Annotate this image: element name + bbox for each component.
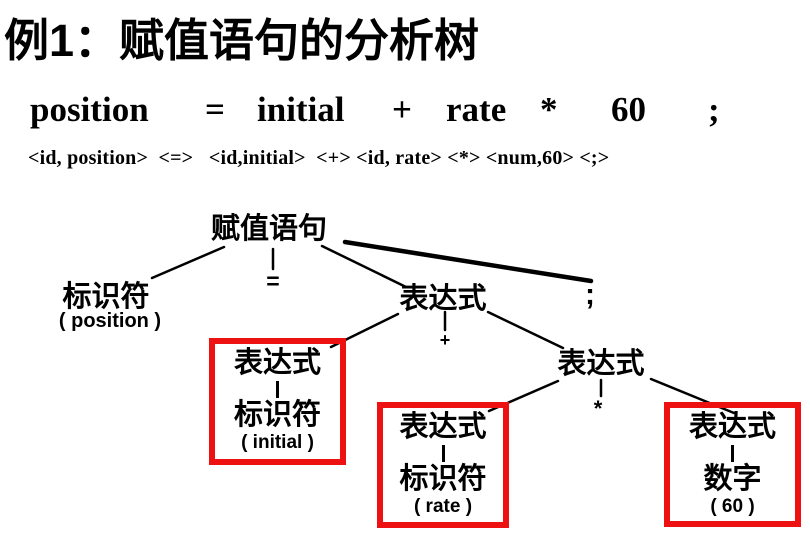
- tree-node-identifier-initial: 标识符: [233, 399, 321, 431]
- tree-node-expression-1: 表达式: [399, 283, 487, 315]
- edge-root-expr1: [320, 244, 408, 289]
- tree-node-expression-60: 表达式: [688, 411, 776, 443]
- tree-node-number: 数字: [703, 463, 762, 495]
- token-stream: <id, position> <=> <id,initial> <+> <id,…: [28, 147, 610, 169]
- connector-bar: [441, 445, 445, 462]
- tree-node-equals: =: [266, 268, 280, 294]
- highlight-box-rate: 表达式 标识符 ( rate ): [377, 402, 509, 528]
- code-token-plus: +: [392, 90, 412, 129]
- tree-node-identifier-rate: 标识符: [399, 463, 487, 495]
- tree-node-expression-rate: 表达式: [399, 411, 487, 443]
- code-token-initial: initial: [257, 90, 345, 129]
- highlight-box-initial: 表达式 标识符 ( initial ): [209, 338, 346, 465]
- slide-title: 例1：赋值语句的分析树: [4, 15, 480, 66]
- tree-leaf-rate: ( rate ): [413, 496, 473, 517]
- tree-leaf-initial: ( initial ): [241, 432, 314, 453]
- tree-node-plus: +: [439, 330, 451, 350]
- code-token-equals: =: [205, 90, 225, 129]
- connector-bar: [276, 381, 279, 398]
- tree-node-semicolon: ;: [585, 278, 595, 311]
- highlight-box-60: 表达式 数字 ( 60 ): [664, 402, 801, 527]
- edge-root-semicolon: [342, 239, 594, 284]
- code-token-rate: rate: [446, 90, 507, 129]
- code-token-60: 60: [611, 90, 646, 129]
- edge-expr1-expr2: [486, 310, 565, 350]
- code-token-star: *: [540, 90, 558, 129]
- tree-node-assignment-statement: 赋值语句: [210, 213, 328, 245]
- tree-node-expression-initial: 表达式: [233, 347, 321, 379]
- tree-leaf-position: ( position ): [58, 310, 162, 332]
- code-token-semicolon: ;: [708, 90, 720, 129]
- tree-node-expression-2: 表达式: [557, 348, 645, 380]
- tree-leaf-60: ( 60 ): [710, 496, 755, 517]
- tree-node-identifier: 标识符: [62, 281, 150, 313]
- code-token-position: position: [30, 90, 149, 129]
- edge-root-identifier: [150, 245, 226, 280]
- connector-bar: [731, 445, 734, 462]
- source-statement: position = initial + rate * 60 ;: [0, 90, 810, 140]
- tree-node-star: *: [593, 396, 603, 421]
